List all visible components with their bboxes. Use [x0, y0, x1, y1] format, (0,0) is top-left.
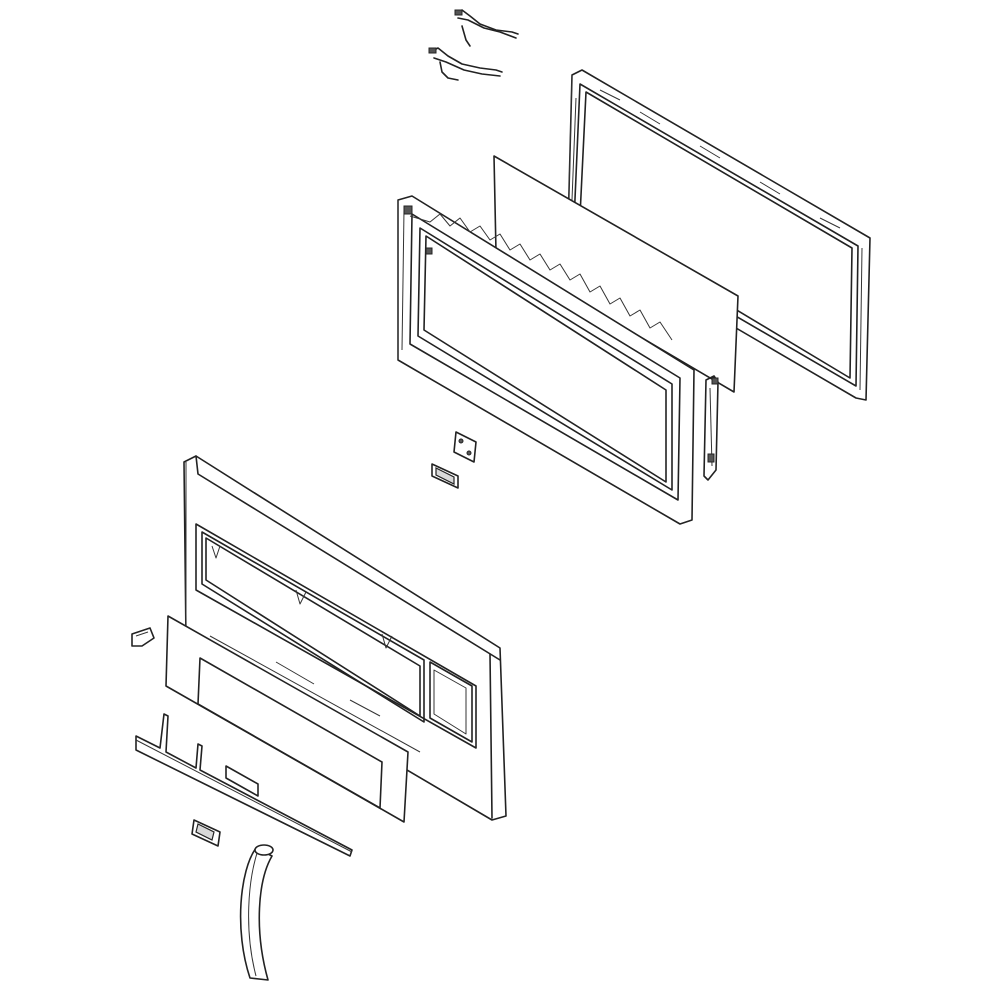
wire-harness-lower[interactable]	[428, 47, 503, 81]
door-insulation-sheet[interactable]	[135, 713, 353, 857]
door-clip[interactable]	[131, 627, 155, 647]
door-small-plate[interactable]	[431, 463, 459, 489]
door-handle[interactable]	[239, 844, 274, 981]
door-latch-plate[interactable]	[453, 431, 477, 463]
wire-harness-upper[interactable]	[454, 9, 519, 47]
door-hinge-bracket[interactable]	[703, 375, 719, 481]
door-choke-frame[interactable]	[567, 69, 871, 401]
door-outer-panel[interactable]	[183, 455, 507, 821]
door-inner-frame[interactable]	[397, 195, 695, 525]
door-screen-panel[interactable]	[493, 155, 739, 393]
door-glass-panel[interactable]	[165, 615, 409, 823]
door-label[interactable]	[191, 819, 221, 847]
